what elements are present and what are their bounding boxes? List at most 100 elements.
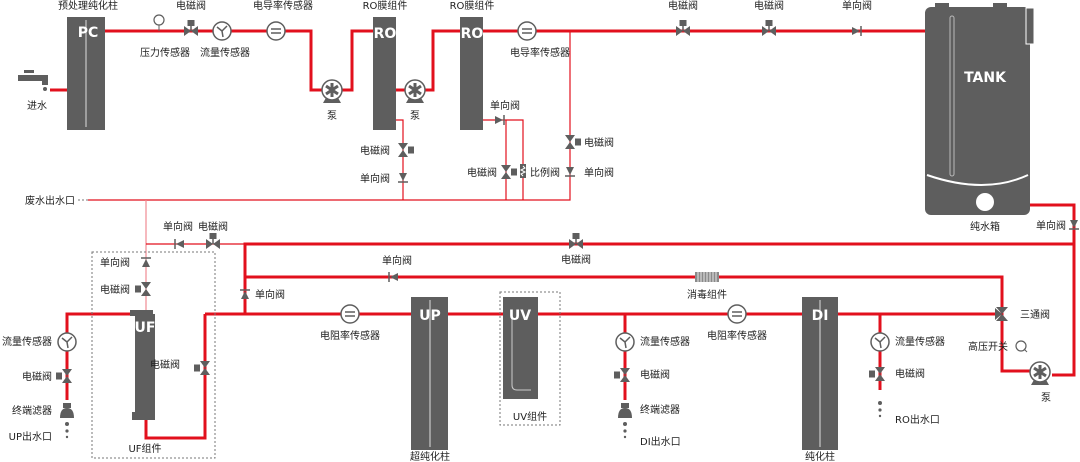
pressure-sensor-icon — [153, 14, 165, 31]
solenoid-valve-icon[interactable] — [205, 232, 221, 250]
valve-label: 电磁阀 — [467, 166, 497, 179]
filter-label: 终端滤器 — [640, 403, 680, 416]
valve-label: 电磁阀 — [360, 144, 390, 157]
terminal-filter-icon — [618, 403, 632, 418]
di-column: DI — [802, 297, 838, 450]
flow-sensor-icon — [615, 332, 635, 352]
valve-label: 电磁阀 — [640, 368, 670, 381]
uv-assembly-box — [499, 291, 561, 426]
valve-label: 电磁阀 — [150, 358, 180, 371]
solenoid-valve-icon[interactable] — [565, 135, 581, 149]
uf-column: UF — [130, 310, 155, 420]
check-valve-label: 单向阀 — [255, 288, 285, 301]
uf-title: UF组件 — [128, 442, 161, 455]
valve-label: 电磁阀 — [584, 136, 614, 149]
waste-outlet-label: 废水出水口 — [25, 194, 75, 207]
flow-sensor-label: 流量传感器 — [895, 335, 945, 348]
valve-label: 电磁阀 — [754, 0, 784, 12]
solenoid-valve-icon[interactable] — [194, 361, 210, 375]
valve-label: 电磁阀 — [22, 370, 52, 383]
check-valve-label: 单向阀 — [842, 0, 872, 12]
water-drops-icon — [878, 401, 882, 418]
check-valve-label: 单向阀 — [382, 254, 412, 267]
check-valve-icon — [140, 257, 152, 268]
terminal-filter-icon — [60, 403, 74, 418]
check-valve-icon — [174, 238, 185, 250]
ro2-label: RO — [461, 26, 484, 42]
check-valve-icon — [851, 25, 862, 37]
pc-column: PC — [67, 17, 105, 130]
check-valve-icon — [564, 166, 576, 177]
check-valve-label: 单向阀 — [1036, 219, 1066, 232]
filter-label: 终端滤器 — [12, 404, 52, 417]
uv-title: UV组件 — [513, 410, 547, 423]
solenoid-valve-icon[interactable] — [398, 143, 414, 157]
ro-column-2 — [460, 17, 483, 130]
pump-icon[interactable] — [320, 78, 344, 105]
check-valve-icon — [239, 289, 251, 300]
disinfection-unit-icon — [695, 272, 719, 282]
check-valve-icon — [397, 172, 409, 183]
check-valve-label: 单向阀 — [490, 99, 520, 112]
uf-assembly-box — [91, 251, 216, 459]
tank-title: 纯水箱 — [970, 220, 1000, 233]
uf-label: UF — [135, 320, 156, 336]
valve-label: 电磁阀 — [895, 367, 925, 380]
up-column: UP — [411, 297, 448, 450]
flow-sensor-icon — [212, 21, 232, 41]
solenoid-valve-icon[interactable] — [135, 282, 151, 296]
pump-label: 泵 — [327, 110, 337, 122]
ro1-label: RO — [374, 26, 397, 42]
three-way-valve-icon[interactable] — [995, 307, 1008, 321]
up-outlet-label[interactable]: UP出水口 — [9, 430, 52, 443]
conductivity-sensor-icon — [266, 21, 286, 41]
valve-label: 电磁阀 — [176, 0, 206, 12]
flow-sensor-label: 流量传感器 — [2, 335, 52, 348]
pump-label: 泵 — [410, 110, 420, 122]
pc-title: 预处理纯化柱 — [58, 0, 118, 12]
resistivity-sensor-label: 电阻率传感器 — [320, 329, 380, 342]
inlet-label: 进水 — [27, 100, 47, 112]
tap-icon — [18, 70, 48, 91]
solenoid-valve-icon[interactable] — [56, 369, 72, 383]
flow-sensor-icon — [870, 332, 890, 352]
conductivity-sensor-label: 电导率传感器 — [510, 46, 570, 59]
ro1-title: RO膜组件 — [363, 0, 408, 12]
di-title: 纯化柱 — [805, 450, 835, 462]
di-label: DI — [812, 308, 829, 324]
conductivity-sensor-icon — [517, 21, 537, 41]
tank-label: TANK — [964, 70, 1007, 86]
solenoid-valve-icon[interactable] — [183, 19, 199, 37]
flow-sensor-label: 流量传感器 — [200, 46, 250, 59]
valve-label: 电磁阀 — [668, 0, 698, 12]
ratio-valve-icon[interactable] — [519, 164, 527, 178]
flow-sensor-label: 流量传感器 — [640, 335, 690, 348]
uv-lamp: UV — [503, 297, 538, 399]
ro2-title: RO膜组件 — [450, 0, 495, 12]
ro-outlet-label[interactable]: RO出水口 — [895, 413, 940, 426]
valve-label: 电磁阀 — [198, 220, 228, 233]
up-label: UP — [419, 308, 441, 324]
pump-icon[interactable] — [1028, 360, 1052, 387]
check-valve-icon — [1068, 219, 1080, 230]
high-pressure-switch-icon — [1015, 340, 1028, 353]
ro-column-1 — [373, 17, 396, 130]
di-outlet-label[interactable]: DI出水口 — [640, 435, 681, 448]
valve-label: 电磁阀 — [100, 283, 130, 296]
check-valve-label: 单向阀 — [360, 172, 390, 185]
solenoid-valve-icon[interactable] — [568, 232, 584, 250]
solenoid-valve-icon[interactable] — [501, 165, 517, 179]
solenoid-valve-icon[interactable] — [869, 367, 885, 381]
resistivity-sensor-icon — [340, 304, 360, 324]
check-valve-icon — [494, 114, 505, 126]
pump-icon[interactable] — [403, 78, 427, 105]
solenoid-valve-icon[interactable] — [675, 19, 691, 37]
check-valve-label: 单向阀 — [584, 166, 614, 179]
water-drops-icon — [623, 422, 627, 439]
check-valve-label: 单向阀 — [163, 220, 193, 233]
solenoid-valve-icon[interactable] — [761, 19, 777, 37]
solenoid-valve-icon[interactable] — [614, 368, 630, 382]
disinfection-label: 消毒组件 — [687, 288, 727, 301]
pump-label: 泵 — [1041, 392, 1051, 404]
